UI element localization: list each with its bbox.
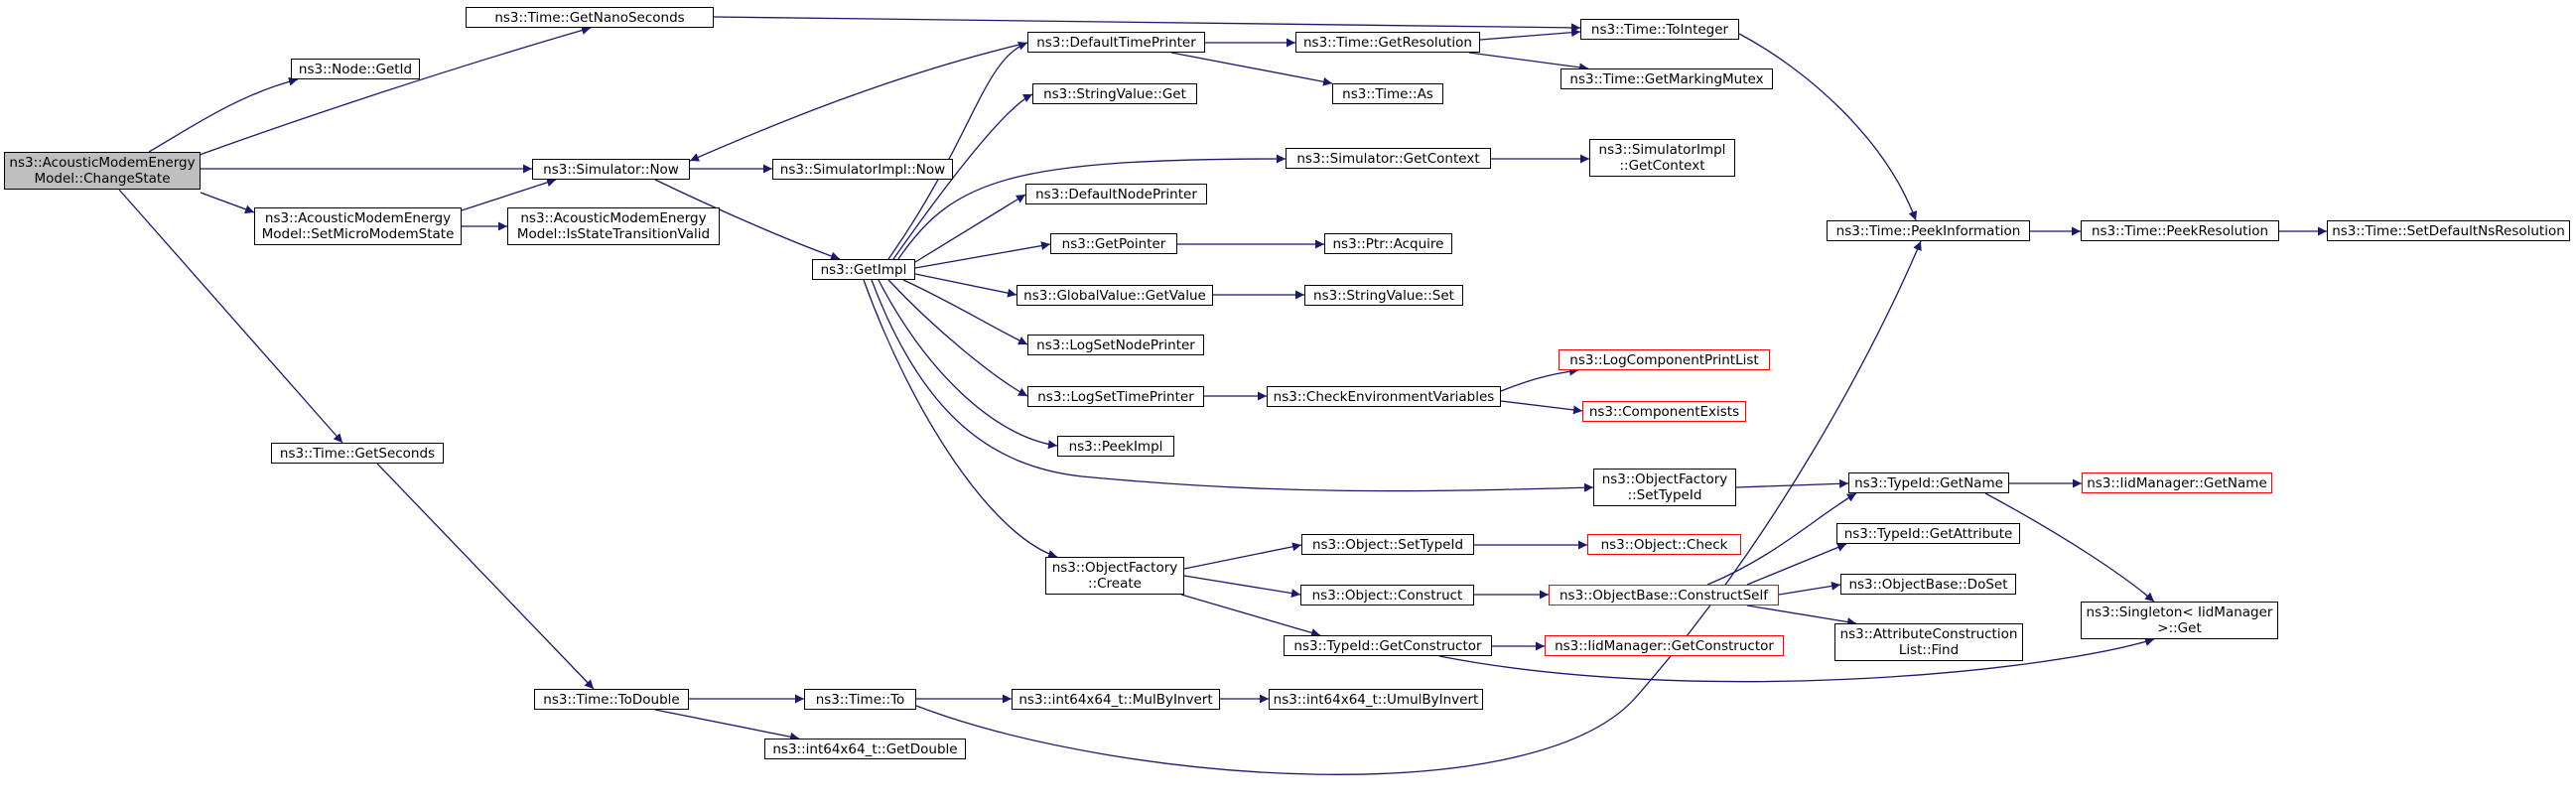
node-iidmanager-getname[interactable]: ns3::IidManager::GetName [2082, 472, 2272, 493]
e-getimpl-strget [892, 93, 1033, 260]
node-getseconds[interactable]: ns3::Time::GetSeconds [271, 443, 444, 464]
e-now-getimpl [654, 179, 841, 261]
node-simulatorimpl-getcontext[interactable]: ns3::SimulatorImpl ::GetContext [1589, 139, 1735, 177]
node-time-peekinformation[interactable]: ns3::Time::PeekInformation [1827, 220, 2030, 241]
e-getimpl-peekimpl [878, 279, 1058, 450]
node-typeid-getname[interactable]: ns3::TypeId::GetName [1848, 472, 2009, 493]
node-objectfactory-create[interactable]: ns3::ObjectFactory ::Create [1045, 557, 1184, 595]
e-getimpl-defnode [914, 194, 1026, 263]
e-changestate-getseconds [118, 189, 343, 444]
e-getimpl-ofsettypeid [871, 279, 1594, 492]
e-tointeger-peekinfo [1738, 33, 1918, 221]
e-getctor-singleton [1438, 637, 2155, 683]
e-checkenv-compexists [1500, 400, 1583, 415]
e-changestate-getnano [188, 26, 592, 160]
node-stringvalue-set[interactable]: ns3::StringValue::Set [1304, 285, 1463, 306]
e-getres-marking [1468, 52, 1589, 72]
e-getimpl-simgetctx [897, 154, 1287, 260]
node-logsetnodeprinter[interactable]: ns3::LogSetNodePrinter [1027, 335, 1204, 355]
node-object-check[interactable]: ns3::Object::Check [1587, 534, 1741, 555]
e-ofcreate-construct [1183, 575, 1301, 598]
e-ofsettypeid-getname [1735, 478, 1849, 488]
node-objectbase-constructself[interactable]: ns3::ObjectBase::ConstructSelf [1549, 585, 1779, 605]
node-changestate[interactable]: ns3::AcousticModemEnergy Model::ChangeSt… [4, 152, 201, 190]
node-time-setdefaultnsresolution[interactable]: ns3::Time::SetDefaultNsResolution [2327, 220, 2570, 241]
node-mulbyinvert[interactable]: ns3::int64x64_t::MulByInvert [1012, 689, 1220, 710]
e-getimpl-deftime [887, 41, 1028, 260]
node-setmicromodemstate[interactable]: ns3::AcousticModemEnergy Model::SetMicro… [254, 207, 462, 245]
node-peekimpl[interactable]: ns3::PeekImpl [1057, 436, 1174, 457]
node-getpointer[interactable]: ns3::GetPointer [1050, 233, 1177, 254]
node-globalvalue-getvalue[interactable]: ns3::GlobalValue::GetValue [1017, 285, 1213, 306]
e-ofcreate-settypeid [1183, 542, 1302, 570]
node-nodegetid[interactable]: ns3::Node::GetId [291, 59, 420, 79]
e-getseconds-todouble [376, 463, 595, 690]
node-ptr-acquire[interactable]: ns3::Ptr::Acquire [1324, 233, 1452, 254]
node-componentexists[interactable]: ns3::ComponentExists [1582, 401, 1746, 422]
e-changestate-setmicro [200, 192, 255, 214]
e-ctorself-attrfind [1746, 605, 1857, 626]
node-getnanoseconds[interactable]: ns3::Time::GetNanoSeconds [466, 7, 714, 28]
node-objectfactory-settypeid[interactable]: ns3::ObjectFactory ::SetTypeId [1593, 469, 1736, 506]
e-ofcreate-getctor [1180, 594, 1321, 637]
e-deftime-now [689, 42, 1028, 162]
e-ctorself-getname [1706, 492, 1857, 586]
e-getimpl-logsetnode [902, 279, 1028, 345]
e-getres-tointeger [1479, 28, 1581, 41]
node-time-getresolution[interactable]: ns3::Time::GetResolution [1295, 32, 1480, 53]
e-timeto-peekinfo [915, 240, 1922, 775]
node-simulatorimpl-now[interactable]: ns3::SimulatorImpl::Now [772, 159, 953, 180]
node-umulbyinvert[interactable]: ns3::int64x64_t::UmulByInvert [1269, 689, 1483, 710]
node-getimpl[interactable]: ns3::GetImpl [812, 259, 915, 280]
node-logsettimeprinter[interactable]: ns3::LogSetTimePrinter [1027, 386, 1204, 407]
node-stringvalue-get[interactable]: ns3::StringValue::Get [1032, 83, 1197, 104]
node-time-to[interactable]: ns3::Time::To [804, 689, 916, 710]
e-changestate-getid [148, 76, 299, 153]
node-time-getmarkingmutex[interactable]: ns3::Time::GetMarkingMutex [1560, 68, 1773, 89]
e-getimpl-logsettime [887, 279, 1028, 397]
node-todouble[interactable]: ns3::Time::ToDouble [534, 689, 689, 710]
node-object-construct[interactable]: ns3::Object::Construct [1300, 585, 1474, 605]
node-object-settypeid[interactable]: ns3::Object::SetTypeId [1301, 534, 1474, 555]
node-iidmanager-getconstructor[interactable]: ns3::IidManager::GetConstructor [1545, 635, 1784, 656]
e-getimpl-ofcreate [863, 279, 1058, 559]
node-time-as[interactable]: ns3::Time::As [1332, 83, 1443, 104]
e-getimpl-gvget [914, 273, 1017, 298]
node-simulator-now[interactable]: ns3::Simulator::Now [532, 159, 690, 180]
e-getnano-tointeger [713, 16, 1581, 33]
e-ctorself-getattr [1746, 543, 1847, 586]
e-setmicro-now [461, 178, 557, 211]
node-typeid-getconstructor[interactable]: ns3::TypeId::GetConstructor [1284, 635, 1492, 656]
e-getimpl-getpointer [914, 241, 1051, 269]
node-getdouble[interactable]: ns3::int64x64_t::GetDouble [764, 739, 966, 759]
e-todouble-getdouble [654, 709, 800, 741]
node-attributeconstructionlist-find[interactable]: ns3::AttributeConstruction List::Find [1834, 623, 2023, 661]
node-objectbase-doset[interactable]: ns3::ObjectBase::DoSet [1840, 574, 2016, 595]
e-getname-singleton [1984, 492, 2155, 603]
node-time-peekresolution[interactable]: ns3::Time::PeekResolution [2081, 220, 2279, 241]
node-checkenvironmentvariables[interactable]: ns3::CheckEnvironmentVariables [1267, 386, 1501, 407]
node-time-tointeger[interactable]: ns3::Time::ToInteger [1580, 19, 1739, 40]
node-singleton-iidmanager-get[interactable]: ns3::Singleton< IidManager >::Get [2081, 602, 2278, 639]
node-typeid-getattribute[interactable]: ns3::TypeId::GetAttribute [1836, 523, 2020, 544]
e-ctorself-doset [1778, 581, 1841, 596]
node-defaultnodeprinter[interactable]: ns3::DefaultNodePrinter [1025, 184, 1207, 204]
node-isstatetransitionvalid[interactable]: ns3::AcousticModemEnergy Model::IsStateT… [507, 207, 720, 245]
e-deftime-timeas [1170, 52, 1333, 86]
node-simulator-getcontext[interactable]: ns3::Simulator::GetContext [1286, 148, 1491, 169]
e-checkenv-logcomp [1500, 366, 1579, 392]
node-defaulttimeprinter[interactable]: ns3::DefaultTimePrinter [1027, 32, 1205, 53]
node-logcomponentprintlist[interactable]: ns3::LogComponentPrintList [1559, 349, 1770, 370]
